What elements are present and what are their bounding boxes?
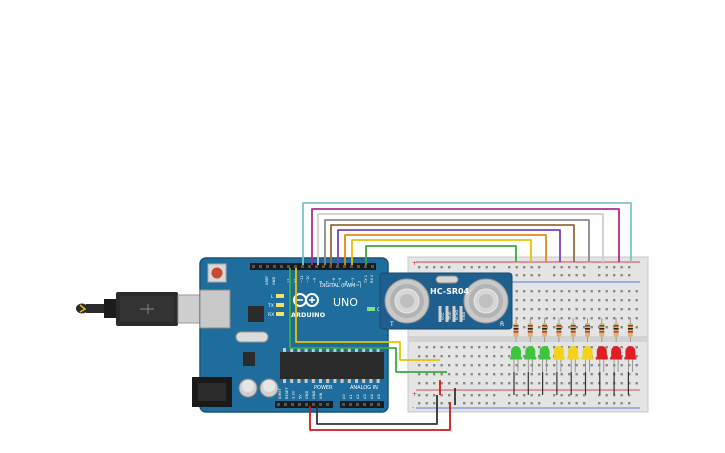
- led-green[interactable]: [538, 346, 551, 372]
- resistor[interactable]: [542, 318, 548, 342]
- sensor-r-mark: R: [500, 321, 504, 328]
- digital-header[interactable]: [250, 263, 376, 270]
- analog-header[interactable]: [340, 401, 384, 408]
- power-pin-label: GND: [305, 391, 309, 399]
- brand-text: ARDUINO: [291, 311, 326, 319]
- digital-pin-label: ~3: [351, 278, 355, 283]
- sensor-pin[interactable]: [438, 306, 442, 322]
- jumper-wire[interactable]: [344, 234, 547, 265]
- led-tx-label: TX: [267, 303, 274, 309]
- jumper-wire[interactable]: [311, 208, 620, 265]
- power-pin-label: GND: [312, 391, 316, 399]
- model-text: UNO: [333, 296, 358, 309]
- digital-pin-label: RX 0: [370, 274, 374, 283]
- jumper-wire[interactable]: [295, 268, 440, 361]
- led-yellow[interactable]: [567, 346, 580, 372]
- power-pin-label: IOREF: [278, 388, 282, 399]
- digital-pin-label: 7: [325, 281, 329, 283]
- jumper-wire[interactable]: [351, 239, 532, 265]
- jumper-wire[interactable]: [316, 395, 438, 425]
- sensor-pin[interactable]: [459, 306, 463, 322]
- power-pin-label: 3.3V: [292, 390, 296, 399]
- digital-pin-label: ~5: [338, 278, 342, 283]
- led-red[interactable]: [610, 346, 623, 372]
- led-rx-label: RX: [268, 312, 274, 318]
- rail-minus-label-bottom: -: [412, 404, 414, 411]
- digital-pin-label: 8: [319, 280, 323, 283]
- rail-plus-label: +: [412, 260, 417, 267]
- power-pin-label: VIN: [319, 392, 323, 399]
- led-l-label: L: [271, 294, 274, 300]
- sensor-pin-label: ECHO: [455, 310, 459, 320]
- resistor[interactable]: [585, 318, 590, 342]
- resistor[interactable]: [527, 318, 533, 342]
- sensor-pin-label: GND: [462, 312, 466, 320]
- arduino-logo: ARDUINO UNO: [291, 293, 358, 319]
- sensor-pin[interactable]: [452, 306, 456, 322]
- analog-pin-label: A5: [377, 394, 381, 399]
- sensor-pin-label: TRIG: [448, 311, 452, 321]
- digital-pin-label: ~9: [313, 277, 317, 283]
- digital-header-label: DIGITAL (PWM~): [320, 283, 362, 289]
- led-yellow[interactable]: [552, 346, 565, 372]
- led-red[interactable]: [624, 346, 637, 372]
- analog-pin-label: A4: [370, 394, 374, 399]
- digital-pin-label: 2: [357, 281, 361, 283]
- sensor-pin-label: VCC: [441, 312, 445, 320]
- jumper-wire[interactable]: [324, 219, 590, 265]
- reset-button[interactable]: [207, 263, 227, 283]
- led-red[interactable]: [595, 346, 608, 372]
- gnd-pin-label: GND: [272, 277, 276, 285]
- jumper-wire[interactable]: [337, 229, 561, 265]
- resistor[interactable]: [570, 318, 576, 342]
- sensor-model-label: HC-SR04: [430, 287, 470, 296]
- arduino-uno-board[interactable]: L TX RX ON ARDUINO UNO DIGITAL (PWM~) PO…: [192, 257, 389, 413]
- atmega-chip: [280, 348, 384, 383]
- jumper-wire[interactable]: [289, 268, 447, 373]
- usb-cable[interactable]: [76, 292, 205, 326]
- resistor[interactable]: [513, 318, 519, 342]
- digital-pin-label: 4: [345, 280, 349, 283]
- jumper-wire[interactable]: [330, 224, 575, 265]
- led-green[interactable]: [510, 346, 522, 372]
- digital-pin-label: ~10: [306, 275, 310, 283]
- sensor-pin[interactable]: [445, 306, 449, 322]
- rail-plus-label-bottom: +: [412, 391, 417, 398]
- analog-pin-label: A1: [349, 394, 353, 399]
- power-pin-label: RESET: [285, 387, 289, 399]
- resistor[interactable]: [556, 318, 562, 342]
- digital-pin-label: TX 1: [364, 275, 368, 284]
- jumper-wire[interactable]: [317, 213, 604, 265]
- digital-pin-label: ~6: [332, 277, 336, 283]
- analog-pin-label: A2: [356, 394, 360, 399]
- analog-pin-label: A0: [342, 394, 346, 399]
- digital-pin-label: ~11: [300, 275, 304, 283]
- led-yellow[interactable]: [581, 346, 594, 372]
- resistor[interactable]: [627, 318, 633, 342]
- wires[interactable]: [289, 202, 632, 431]
- power-header[interactable]: [275, 401, 333, 408]
- led-green[interactable]: [524, 346, 537, 372]
- jumper-wire[interactable]: [365, 245, 517, 265]
- aref-pin-label: AREF: [265, 276, 269, 285]
- jumper-wire[interactable]: [309, 402, 451, 431]
- analog-pin-label: A3: [363, 394, 367, 399]
- analog-header-label: ANALOG IN: [350, 385, 378, 391]
- resistor[interactable]: [599, 318, 605, 342]
- sensor-t-mark: T: [389, 321, 394, 328]
- resistor[interactable]: [613, 318, 619, 342]
- power-pin-label: 5V: [298, 394, 302, 399]
- jumper-wire[interactable]: [302, 202, 632, 265]
- power-header-label: POWER: [314, 385, 333, 391]
- digital-pin-label: 13: [287, 278, 291, 283]
